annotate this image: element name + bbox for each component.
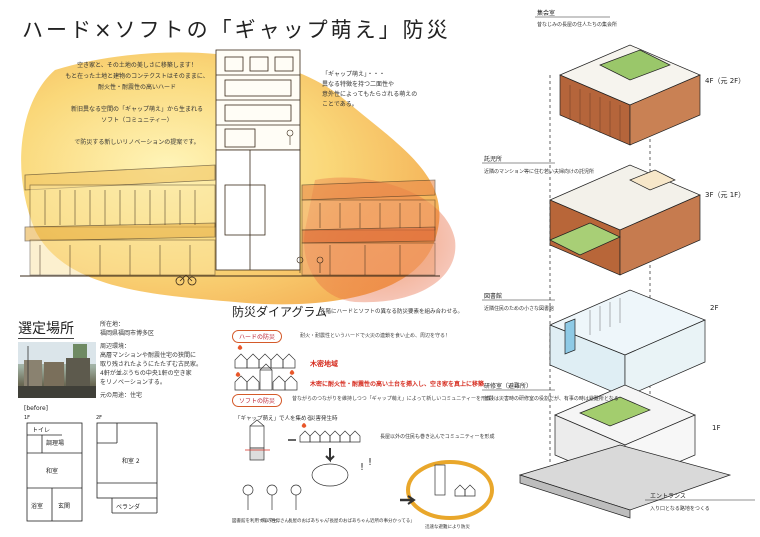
entrance-ground — [518, 444, 732, 519]
label-old-district: 木密地域 — [309, 359, 338, 368]
intro-line: 空き家と、その土地の美しさに移築します！ — [77, 62, 197, 69]
exclamation-icon: ! — [360, 462, 364, 473]
inserted-base-row — [234, 363, 298, 391]
right-townhouses — [301, 179, 436, 276]
floor-4f-caption-title: 集会室 — [537, 9, 555, 17]
intro-line: 耐火性・耐震性の高いハード — [97, 84, 176, 91]
floor-4f-label: 4F（元 2F） — [705, 77, 745, 85]
page-title: ハード×ソフトの「ギャップ萌え」防災 — [22, 18, 451, 42]
evacuation-label: 迅速な避難により防災 — [425, 523, 470, 530]
person-mother-label: 飲いお母さん — [262, 517, 289, 524]
room-toilet: トイレ — [32, 427, 50, 434]
diagram-intro: 各階にハードとソフトの異なる防災要素を組み合わせる。 — [320, 309, 464, 315]
exclamation-icon: ! — [368, 457, 372, 468]
isometric-floor-stack: 集会室 昔なじみの長屋の住人たちの集会所 4F（元 2F） 託児所 近隣のマンシ… — [482, 9, 755, 519]
site-section-title: 選定場所 — [18, 318, 74, 339]
thought-cloud-icon — [311, 463, 349, 487]
entrance-desc: 入り口となる路地をつくる — [650, 505, 710, 512]
community-tower — [434, 464, 446, 496]
community-circle — [406, 460, 494, 520]
environment-label: 周辺環境： — [100, 343, 131, 350]
tower-building — [215, 49, 301, 271]
soft-prevention-pill: ソフトの防災 — [232, 394, 283, 407]
street-elevation-sketch — [20, 49, 440, 286]
room-washitsu-2: 和室 2 — [122, 457, 140, 465]
arrow-down-icon — [325, 448, 335, 463]
soft-prevention-desc: 昔ながらのつながりを維持しつつ「ギャップ萌え」によって新しいコミュニティーを形成… — [292, 396, 497, 402]
floor-1f-caption-desc: 普段は災害時の研修室の役割だが、有事の時は避難所となる — [484, 395, 619, 402]
environment-line: 高層マンションや耐震住宅の狭間に — [100, 352, 197, 359]
site-photo — [18, 342, 96, 398]
person-student-label: 図書館を利用する学生 — [232, 517, 277, 524]
environment-line: をリノベーションする。 — [100, 379, 166, 386]
disaster-houses — [299, 423, 361, 443]
quote-line: 「ギャップ萌え」・・・ — [322, 71, 386, 78]
label-disaster: 災害発生時 — [310, 414, 338, 422]
site-photo-illustration — [18, 342, 96, 398]
person-grandma-label: 長屋のおばあちゃん — [288, 517, 329, 524]
floor-3f-model — [549, 164, 701, 276]
floor-3f-label: 3F（元 1F） — [705, 191, 745, 199]
environment-line: 取り残されたようにたたずむ古民家。 — [100, 361, 203, 368]
hard-prevention-pill: ハードの防災 — [232, 330, 283, 343]
before-floor-plans: 1F トイレ 調理場 和室 浴室 玄関 2F 和室 2 ベランダ — [24, 415, 158, 522]
environment-line: 4軒が並ぶうちの中央1軒の空き家 — [100, 370, 192, 377]
floor-2f-model — [549, 289, 706, 398]
gap-moe-definition: 「ギャップ萌え」・・・ 異なる特徴を持つ二面性や 意外性によってもたらされる萌え… — [322, 70, 432, 110]
arrow-head-icon — [407, 495, 416, 505]
floor1-plan-label: 1F — [24, 415, 30, 421]
intro-line: 新旧異なる空間の「ギャップ萌え」から生まれる — [70, 106, 203, 113]
quote-line: ことである。 — [322, 101, 358, 108]
intro-line: もと在った土地と建物のコンテクストはそのままに、 — [65, 73, 209, 80]
label-insert-base: 木密に耐火性・耐震性の高い土台を挿入し、空き家を真上に移築 — [309, 380, 485, 388]
floor2-plan-label: 2F — [96, 415, 102, 421]
floor-2f-caption-desc: 近隣住民のための小さな図書館 — [484, 305, 554, 312]
person-figures — [286, 129, 324, 273]
quote-line: 異なる特徴を持つ二面性や — [322, 81, 395, 88]
floor-4f-model — [559, 44, 701, 146]
intro-text: 空き家と、その土地の美しさに移築します！ もと在った土地と建物のコンテクストはそ… — [62, 60, 212, 148]
address-label: 所在地： — [100, 321, 125, 328]
floor-3f-caption-desc: 近隣のマンション等に住む若い夫婦向けの託児所 — [484, 168, 594, 175]
room-veranda: ベランダ — [116, 503, 140, 511]
label-community: 長屋以外の住民も巻き込んでコミュニティーを形成 — [380, 433, 494, 440]
floor-1f-caption-title: 研修室（避難所） — [484, 382, 532, 390]
original-use: 元の用途：住宅 — [100, 392, 143, 399]
diagram-illustration: 木密地域 木密に耐火性・耐震性の高い土台を挿入し、空き家を真上に移築 「ギャップ… — [232, 345, 494, 530]
quote-line: 意外性によってもたらされる萌えの — [322, 91, 418, 98]
old-houses-row — [234, 345, 296, 369]
room-entrance: 玄関 — [58, 502, 70, 510]
gap-tower-sketch — [245, 419, 270, 461]
intro-line: で防災する新しいリノベーションの提案です。 — [74, 139, 200, 146]
floor-2f-label: 2F — [710, 304, 718, 312]
intro-line: ソフト（コミュニティー） — [101, 117, 173, 124]
diagram-title: 防災ダイアグラム — [232, 305, 328, 319]
site-info: 所在地： 福岡県福岡市博多区 周辺環境： 高層マンションや耐震住宅の狭間に 取り… — [100, 320, 212, 400]
room-washitsu: 和室 — [46, 467, 58, 475]
address-value: 福岡県福岡市博多区 — [100, 330, 155, 337]
left-townhouses — [24, 164, 216, 286]
floor-3f-caption-title: 託児所 — [484, 155, 502, 163]
floor-1f-label: 1F — [712, 424, 720, 432]
room-bath: 浴室 — [31, 502, 43, 510]
people-row — [242, 484, 302, 510]
room-kitchen: 調理場 — [46, 439, 64, 447]
label-gap-people: 「ギャップ萌え」で人を集める — [235, 414, 312, 422]
floor-2f-caption-title: 図書館 — [484, 292, 502, 300]
floor-4f-caption-desc: 昔なじみの長屋の住人たちの集会所 — [537, 21, 617, 28]
entrance-title: エントランス — [650, 493, 686, 500]
hard-prevention-desc: 耐火・耐震性というハードで火災の連鎖を食い止め、周辺を守る！ — [300, 333, 451, 339]
talk-label: 「長屋のおばあちゃん近所の事分かってる」 — [325, 517, 415, 524]
before-label: [before] — [24, 405, 48, 412]
